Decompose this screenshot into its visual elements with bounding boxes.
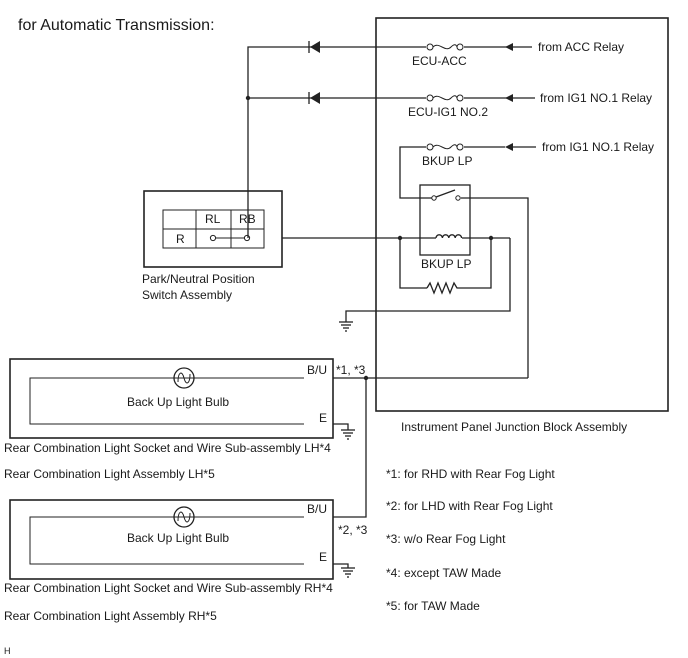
park-switch-label-1: Park/Neutral Position (142, 272, 255, 286)
fuse-bkup-lp (426, 143, 464, 151)
relay-bkup-lp (419, 184, 471, 256)
park-switch-box (143, 190, 283, 268)
arrow-from-acc-icon (505, 43, 513, 51)
rh-pin-bu: B/U (307, 502, 327, 516)
lh-assembly-box (9, 358, 334, 439)
ground-icon-lh (341, 429, 355, 440)
rh-bu-wire (333, 378, 367, 518)
lh-pin-bu: B/U (307, 363, 327, 377)
source-ig1-relay-1: from IG1 NO.1 Relay (540, 91, 652, 105)
fuse-to-relay-wire (399, 146, 432, 199)
coil-circuit-wires (282, 235, 511, 322)
note-2: *2: for LHD with Rear Fog Light (386, 499, 553, 513)
lh-note-ref: *1, *3 (336, 363, 366, 377)
lh-bulb-icon (173, 367, 195, 389)
resistor-icon (426, 281, 460, 295)
junction-block-box (375, 17, 669, 412)
note-4: *4: except TAW Made (386, 566, 501, 580)
top-bus-wires (245, 46, 512, 238)
park-switch-col-rl: RL (205, 212, 221, 226)
fuse-ecu-ig1-label: ECU-IG1 NO.2 (408, 105, 488, 119)
fuse-ecu-acc (426, 43, 464, 51)
lh-pin-e: E (319, 411, 327, 425)
lh-bulb-label: Back Up Light Bulb (127, 395, 229, 409)
fuse-ecu-acc-label: ECU-ACC (412, 54, 467, 68)
rh-note-ref: *2, *3 (338, 523, 368, 537)
diode-ig1 (308, 92, 320, 104)
relay-label: BKUP LP (421, 257, 471, 271)
note-5: *5: for TAW Made (386, 599, 480, 613)
note-1: *1: for RHD with Rear Fog Light (386, 467, 555, 481)
rh-pin-e: E (319, 550, 327, 564)
lh-label-2: Rear Combination Light Assembly LH*5 (4, 467, 215, 481)
park-switch-table (162, 209, 265, 249)
relay-output-wire (461, 197, 529, 378)
corner-mark: H (4, 646, 11, 656)
fuse-ecu-ig1-no2 (426, 94, 464, 102)
park-switch-col-rb: RB (239, 212, 256, 226)
rh-assembly-box (9, 499, 334, 580)
ground-icon-switch (339, 321, 353, 332)
lh-label-1: Rear Combination Light Socket and Wire S… (4, 441, 331, 455)
arrow-from-ig1-icon (505, 94, 513, 102)
diode-acc (308, 41, 320, 53)
rh-internal-wire (29, 516, 304, 565)
fuse-bkup-lp-label: BKUP LP (422, 154, 472, 168)
source-ig1-relay-2: from IG1 NO.1 Relay (542, 140, 654, 154)
rh-bulb-label: Back Up Light Bulb (127, 531, 229, 545)
source-acc-relay: from ACC Relay (538, 40, 624, 54)
park-switch-row-r: R (176, 232, 185, 246)
diagram-title: for Automatic Transmission: (18, 17, 215, 34)
note-3: *3: w/o Rear Fog Light (386, 532, 506, 546)
ground-icon-rh (341, 567, 355, 578)
lh-internal-wire (29, 377, 304, 425)
rh-label-1: Rear Combination Light Socket and Wire S… (4, 581, 333, 595)
rh-bulb-icon (173, 506, 195, 528)
arrow-from-ig1-2-icon (505, 143, 513, 151)
park-switch-label-2: Switch Assembly (142, 288, 232, 302)
junction-block-label: Instrument Panel Junction Block Assembly (401, 420, 627, 434)
rh-label-2: Rear Combination Light Assembly RH*5 (4, 609, 217, 623)
